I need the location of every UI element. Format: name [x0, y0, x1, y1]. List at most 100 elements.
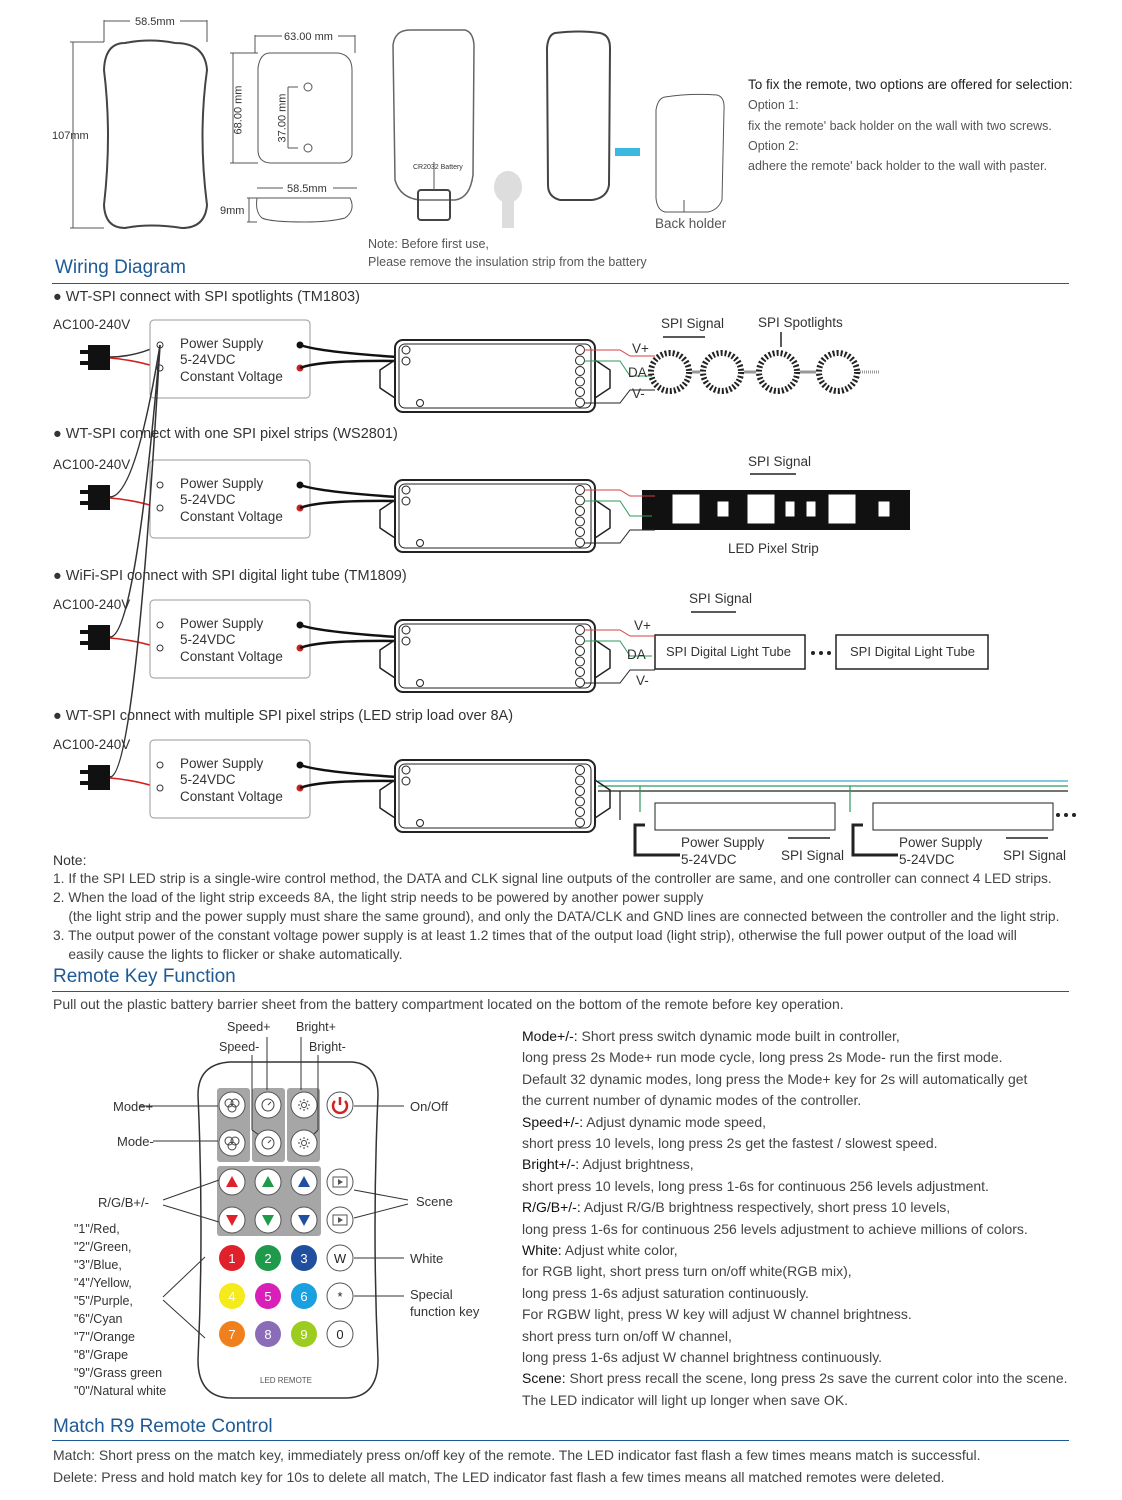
mode-icon: [224, 1136, 234, 1146]
function-desc: for RGB light, short press turn on/off w…: [522, 1263, 852, 1280]
key-6[interactable]: 6: [291, 1283, 317, 1309]
plug-icon: [88, 485, 110, 510]
function-desc: Short press switch dynamic mode built in…: [577, 1028, 900, 1044]
special-label-2: function key: [410, 1304, 480, 1319]
key-2[interactable]: 2: [255, 1245, 281, 1271]
blue-down-key[interactable]: [290, 1206, 318, 1234]
function-desc: Short press recall the scene, long press…: [565, 1370, 1068, 1387]
function-key-name: Speed+/-:: [522, 1113, 584, 1130]
da-label: DA: [628, 365, 647, 380]
function-desc: For RGBW light, press W key will adjust …: [522, 1306, 912, 1323]
power-supply-box: [149, 739, 311, 819]
fixing-line: Option 2:: [748, 139, 799, 153]
brightness-icon: [301, 1140, 307, 1146]
mode-minus-key[interactable]: [218, 1129, 246, 1157]
speed-icon: [261, 1098, 275, 1112]
ac-input-label: AC100-240V: [53, 317, 131, 332]
blue-up-key[interactable]: [290, 1168, 318, 1196]
function-desc: Default 32 dynamic modes, long press the…: [522, 1070, 1028, 1087]
remote-tilted-outline: [545, 30, 612, 201]
psu-type: Constant Voltage: [180, 789, 283, 804]
key-9[interactable]: 9: [291, 1321, 317, 1347]
mode-minus-label: Mode-: [117, 1134, 154, 1149]
key-7[interactable]: 7: [219, 1321, 245, 1347]
function-desc: Adjust R/G/B brightness respectively, sh…: [580, 1199, 951, 1216]
remote-side-outline: [256, 197, 353, 223]
function-line: the current number of dynamic modes of t…: [522, 1092, 861, 1108]
psu-voltage: 5-24VDC: [180, 352, 236, 367]
key-8[interactable]: 8: [255, 1321, 281, 1347]
wiring-row-4: [80, 344, 611, 833]
remote-back-outline: [392, 29, 475, 201]
spi-signal-label: SPI Signal: [781, 848, 845, 863]
key-3[interactable]: 3: [291, 1245, 317, 1271]
function-desc: the current number of dynamic modes of t…: [522, 1092, 862, 1109]
speed-plus-key[interactable]: [254, 1091, 282, 1119]
remote-front-outline: [102, 39, 209, 230]
psu-voltage: 5-24VDC: [180, 632, 236, 647]
key-5[interactable]: 5: [255, 1283, 281, 1309]
wiring-row-2: [80, 344, 655, 553]
number-color-label: "8"/Grape: [74, 1348, 129, 1362]
psu-label: Power Supply: [180, 756, 264, 771]
green-up-key[interactable]: [254, 1168, 282, 1196]
scene-1-key[interactable]: [326, 1168, 354, 1196]
bright-plus-key[interactable]: [290, 1091, 318, 1119]
dim-width: 58.5mm: [135, 16, 175, 28]
function-line: short press 10 levels, long press 1-6s f…: [522, 1178, 989, 1194]
function-line: long press 2s Mode+ run mode cycle, long…: [522, 1049, 1003, 1065]
function-desc: The LED indicator will light up longer w…: [522, 1391, 849, 1408]
function-key-name: White:: [522, 1242, 562, 1258]
mode-plus-key[interactable]: [218, 1091, 246, 1119]
fixing-title: To fix the remote, two options are offer…: [748, 77, 1073, 92]
number-color-label: "3"/Blue,: [74, 1258, 122, 1272]
psu-type: Constant Voltage: [180, 649, 283, 664]
key-1[interactable]: 1: [219, 1245, 245, 1271]
spi-controller: [394, 759, 596, 833]
speed-minus-key[interactable]: [254, 1129, 282, 1157]
on-off-key[interactable]: [326, 1091, 354, 1119]
key-label: 1: [228, 1251, 235, 1266]
key-label: 8: [264, 1327, 271, 1342]
spi-controller: [394, 339, 596, 413]
battery-label: CR2032 Battery: [413, 164, 463, 171]
wiring-diagram-heading: Wiring Diagram: [55, 257, 186, 278]
red-down-key[interactable]: [218, 1206, 246, 1234]
row-1-title: ● WT-SPI connect with SPI spotlights (TM…: [53, 289, 360, 305]
note-line: 1. If the SPI LED strip is a single-wire…: [53, 871, 1052, 886]
key-star[interactable]: *: [326, 1282, 354, 1310]
battery-note-1: Note: Before first use,: [368, 237, 489, 251]
number-color-label: "5"/Purple,: [74, 1294, 133, 1308]
psu-label: Power Supply: [180, 336, 264, 351]
arrow-icon: [615, 148, 640, 156]
function-line: long press 1-6s for continuous 256 level…: [522, 1221, 1028, 1237]
spi-signal-label: SPI Signal: [1003, 848, 1067, 863]
match-button: [416, 399, 424, 407]
function-line: for RGB light, short press turn on/off w…: [522, 1263, 852, 1279]
mode-icon: [230, 1098, 240, 1108]
back-holder-label: Back holder: [655, 216, 727, 231]
function-line: Default 32 dynamic modes, long press the…: [522, 1071, 1027, 1087]
row-2-title: ● WT-SPI connect with one SPI pixel stri…: [53, 426, 398, 442]
rgb-label: R/G/B+/-: [98, 1195, 149, 1210]
function-line: For RGBW light, press W key will adjust …: [522, 1306, 912, 1322]
arrow-down-icon: [226, 1215, 238, 1226]
function-line: Speed+/-: Adjust dynamic mode speed,: [522, 1114, 766, 1130]
function-desc: short press 10 levels, long press 2s get…: [522, 1135, 938, 1151]
key-0[interactable]: 0: [326, 1320, 354, 1348]
strip-volt-label: 5-24VDC: [899, 852, 955, 867]
key-w[interactable]: W: [326, 1244, 354, 1272]
bright-minus-key[interactable]: [290, 1129, 318, 1157]
fixing-line: Option 1:: [748, 98, 799, 112]
key-label: 4: [228, 1289, 235, 1304]
scene-2-key[interactable]: [326, 1206, 354, 1234]
number-color-label: "0"/Natural white: [74, 1384, 167, 1398]
function-key-name: R/G/B+/-:: [522, 1199, 581, 1216]
key-label: 2: [264, 1251, 271, 1266]
key-4[interactable]: 4: [219, 1283, 245, 1309]
divider: [52, 1440, 1069, 1441]
red-up-key[interactable]: [218, 1168, 246, 1196]
power-supply-box: [149, 599, 311, 679]
da-label: DA: [627, 647, 646, 662]
green-down-key[interactable]: [254, 1206, 282, 1234]
